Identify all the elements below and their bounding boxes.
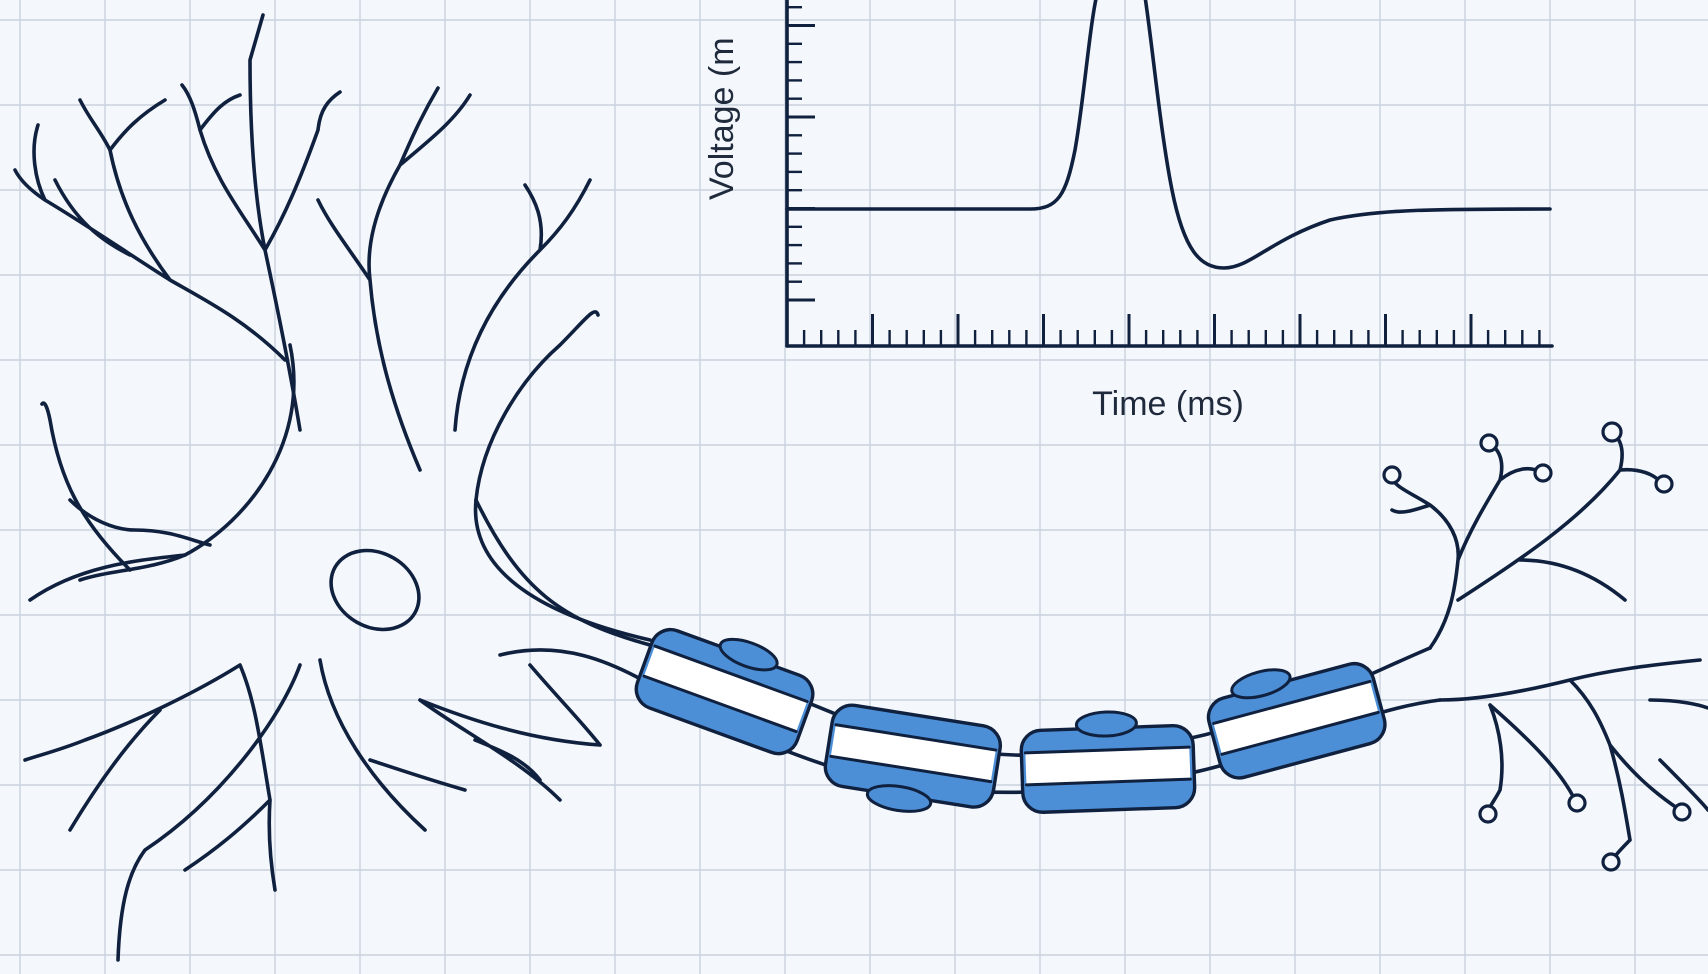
neuron-dendrites bbox=[15, 15, 650, 960]
myelin-sheath-2 bbox=[820, 702, 1003, 824]
x-axis-label: Time (ms) bbox=[1092, 385, 1244, 423]
dendrite-upper-right bbox=[318, 88, 590, 470]
y-axis-label: Voltage (m bbox=[703, 37, 741, 200]
soma bbox=[80, 345, 650, 640]
axon-terminals bbox=[1384, 423, 1708, 870]
axon-terminal-upper bbox=[1390, 435, 1660, 648]
voltage-trace bbox=[787, 0, 1550, 268]
dendrite-upper-left bbox=[15, 100, 285, 360]
myelin-sheath-1 bbox=[631, 611, 824, 759]
y-axis-ticks bbox=[787, 7, 815, 300]
nucleus bbox=[317, 535, 434, 645]
dendrite-upper-long bbox=[476, 312, 598, 500]
dendrite-lower-left bbox=[25, 665, 300, 960]
dendrite-lower-right bbox=[320, 660, 600, 830]
axon-terminal-lower bbox=[1440, 660, 1708, 860]
dendrite-upper-center bbox=[182, 15, 340, 430]
x-axis-ticks bbox=[787, 314, 1539, 346]
myelin-sheath-3 bbox=[1020, 709, 1195, 813]
